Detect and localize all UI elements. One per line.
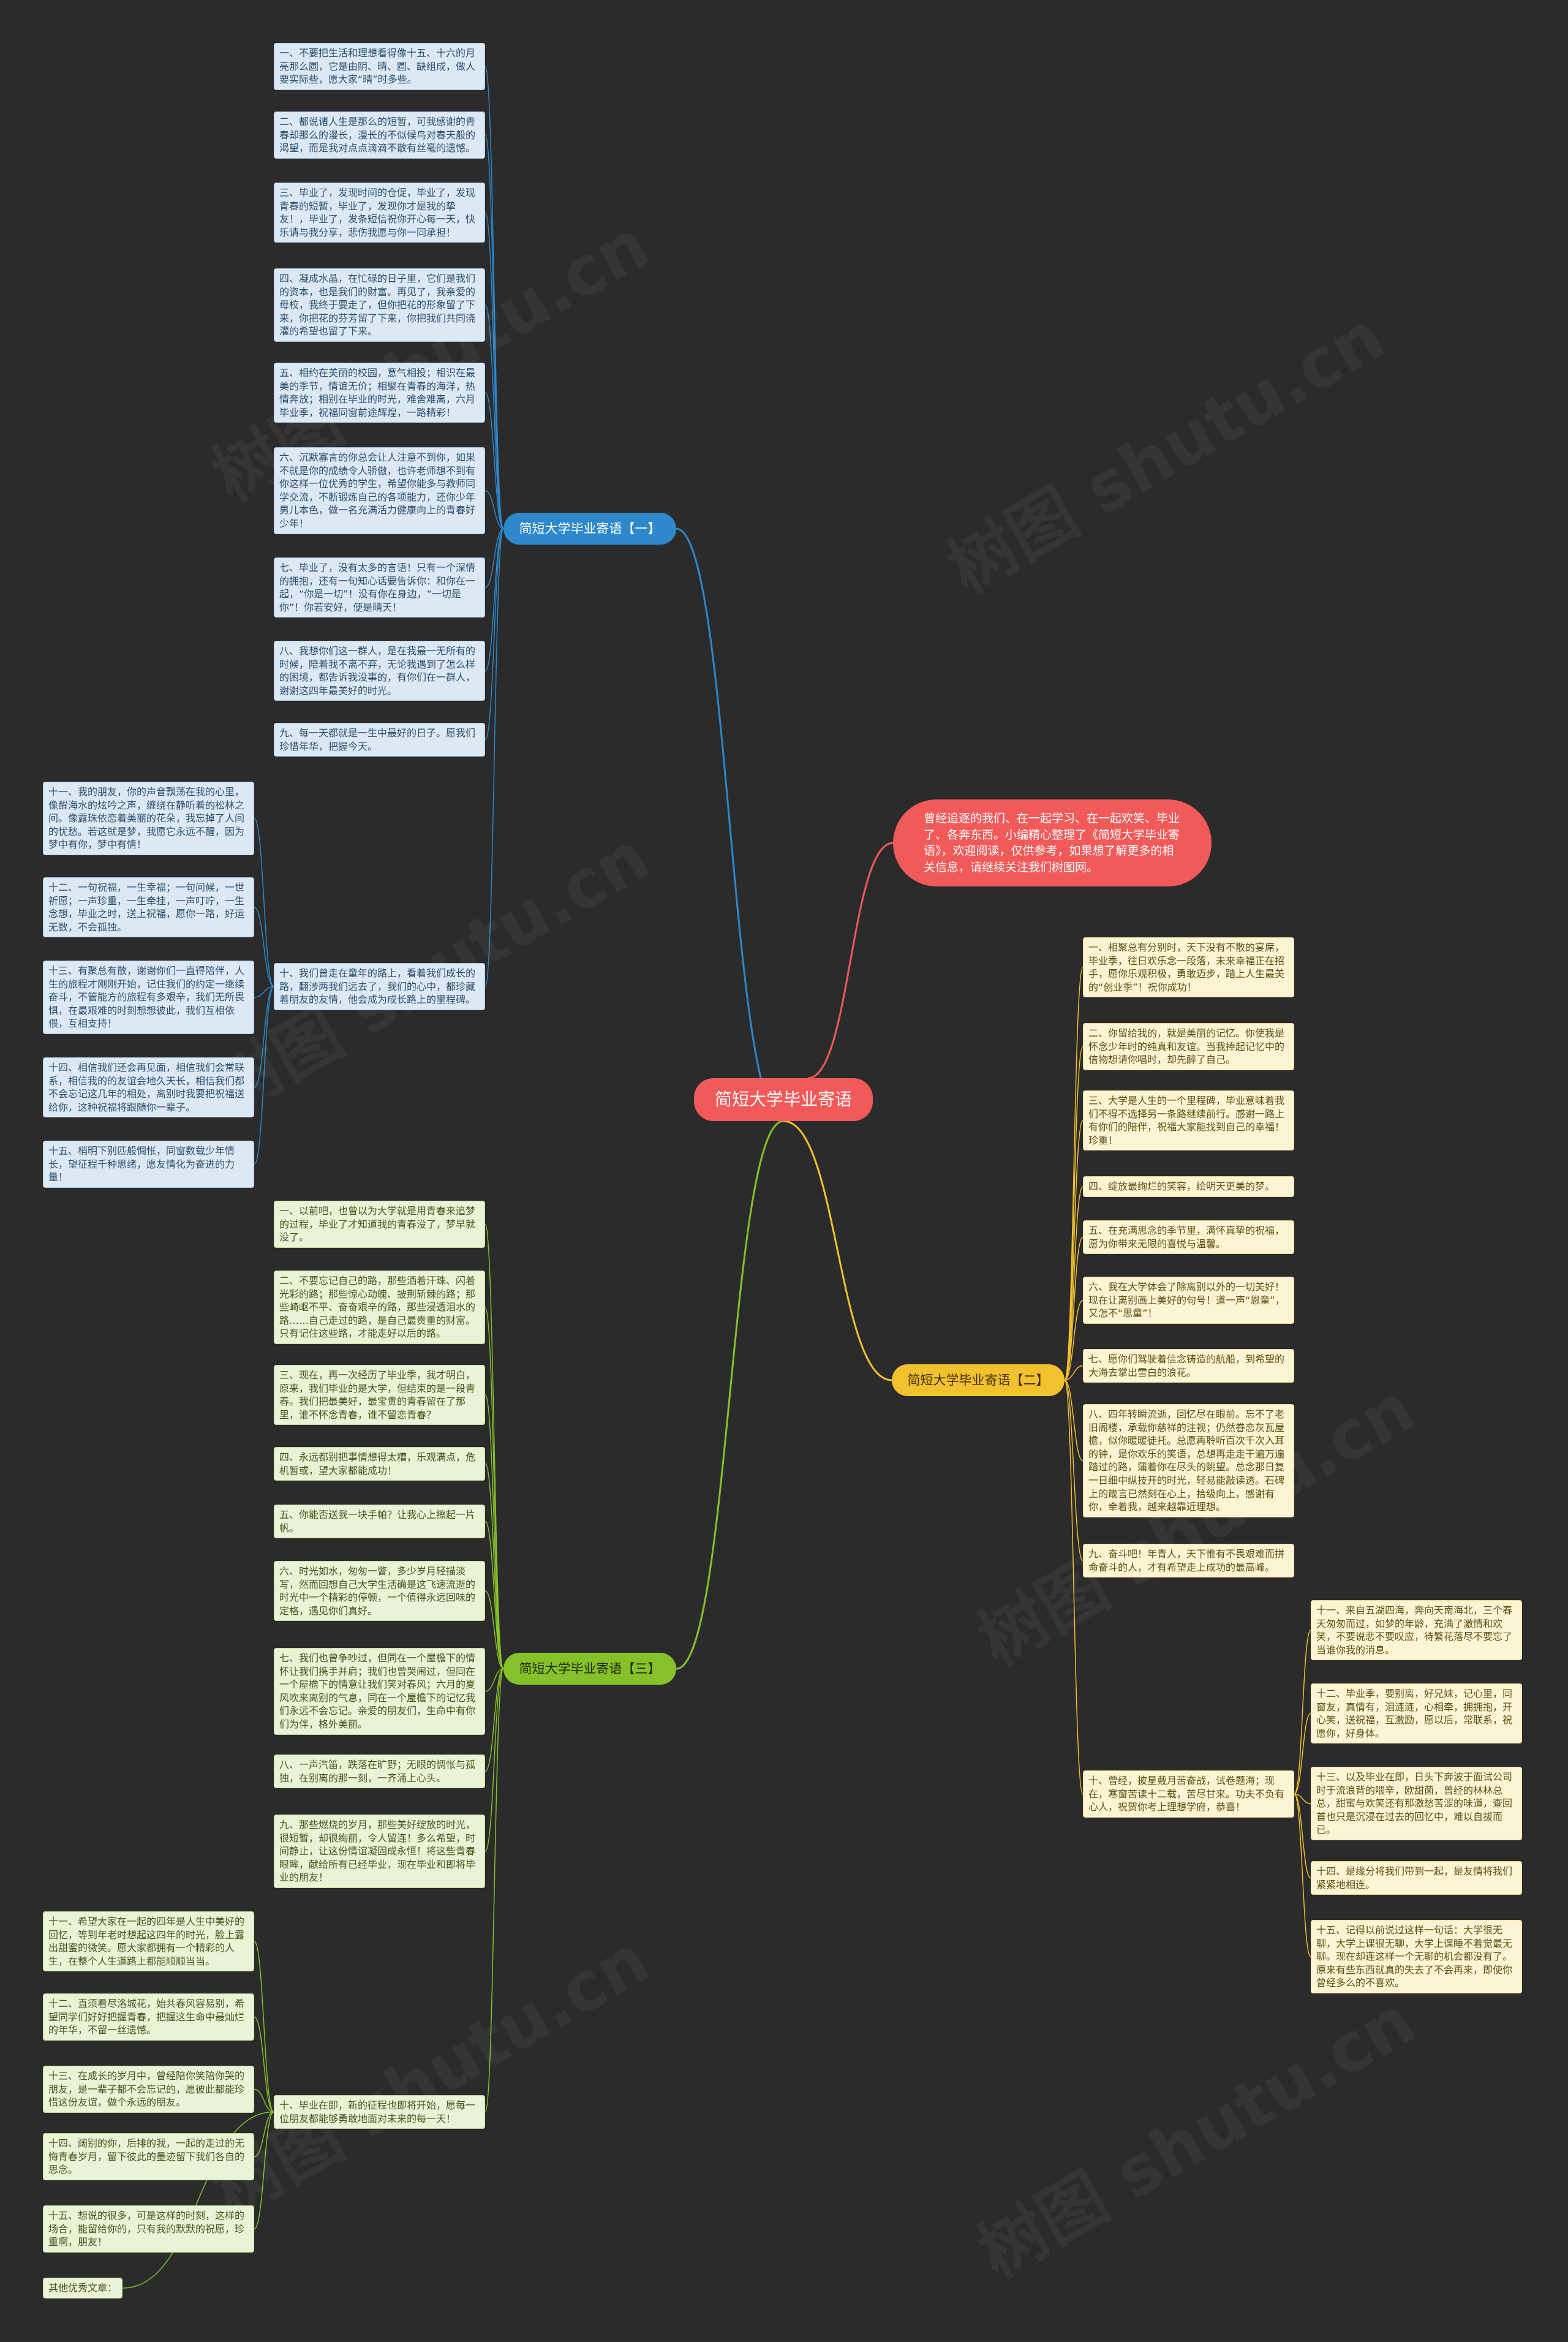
connector — [484, 1463, 504, 1669]
sub-topic[interactable]: 十一、我的朋友，你的声音飘荡在我的心里，像醒海水的炫吟之声，缠绕在静听着的松林之… — [43, 782, 254, 855]
topic-item[interactable]: 八、我想你们这一群人，是在我最一无所有的时候，陪着我不离不弃，无论我遇到了怎么样… — [274, 641, 485, 701]
connector — [1294, 1793, 1311, 1879]
topic-item[interactable]: 三、现在，再一次经历了毕业季，我才明白，原来，我们毕业的是大学，但结束的是一段青… — [274, 1365, 485, 1426]
connector — [254, 2016, 274, 2113]
connector — [484, 1668, 504, 1772]
connector — [484, 1394, 504, 1669]
topic-item[interactable]: 三、大学是人生的一个里程碑，毕业意味着我们不得不选择另一条路继续前行。感谢一路上… — [1083, 1090, 1294, 1151]
topic-item[interactable]: 七、毕业了，没有太多的言语！只有一个深情的拥抱，还有一句知心话要告诉你：和你在一… — [274, 557, 485, 618]
topic-item[interactable]: 二、都说诸人生是那么的短暂，可我感谢的青春却那么的漫长，漫长的不似候鸟对春天般的… — [274, 111, 485, 159]
connector — [1064, 1365, 1084, 1381]
connector — [254, 986, 274, 1165]
topic-item[interactable]: 五、在充满思念的季节里，满怀真挚的祝福，愿为你带来无限的喜悦与温馨。 — [1083, 1220, 1294, 1255]
connector — [484, 1590, 504, 1669]
sub-topic[interactable]: 十五、记得以前说过这样一句话：大学很无聊，大学上课很无聊，大学上课睡不着觉最无聊… — [1311, 1920, 1522, 1993]
connector — [1064, 1236, 1084, 1381]
connector — [254, 986, 274, 998]
sub-topic[interactable]: 十二、毕业季，要别离，好兄妹，记心里，同窗友，真情有，泪涟涟，心相牵，拥拥抱，开… — [1311, 1683, 1522, 1744]
connector — [484, 1668, 504, 1692]
connector — [676, 1120, 784, 1670]
connector — [1064, 1186, 1084, 1381]
sub-topic[interactable]: 其他优秀文章： — [43, 2278, 123, 2299]
topic-item[interactable]: 八、一声汽笛，跌落在旷野；无眼的惆怅与孤独，在别离的那一刻，一齐涌上心头。 — [274, 1755, 485, 1789]
sub-topic[interactable]: 十二、一句祝福，一生幸福；一句问候，一世祈愿；一声珍重，一生牵挂，一声叮咛，一生… — [43, 877, 254, 938]
topic-item[interactable]: 二、你留给我的，就是美丽的记忆。你使我是怀念少年时的纯真和友谊。当我捧起记忆中的… — [1083, 1023, 1294, 1070]
connector — [484, 528, 504, 588]
sub-topic[interactable]: 十五、梢明下别匹般惆怅，同窗数载少年情长，望征程千种思绪，愿友情化为奋进的力量！ — [43, 1141, 254, 1188]
topic-item[interactable]: 八、四年转瞬流逝，回忆尽在眼前。忘不了老旧阁楼，承载你慈祥的注视；仍然眷恋灰瓦屋… — [1083, 1404, 1294, 1517]
topic-item[interactable]: 五、你能否送我一块手帕？让我心上擦起一片帆。 — [274, 1505, 485, 1539]
connector — [1064, 967, 1084, 1381]
sub-topic[interactable]: 十一、来自五湖四海，奔向天南海北，三个春天匆匆而过，如梦的年龄，充满了激情和欢笑… — [1311, 1600, 1522, 1661]
topic-item[interactable]: 六、时光如水，匆匆一瞥，多少岁月轻描淡写，然而回想自己大学生活确是这飞速流逝的时… — [274, 1561, 485, 1622]
topic-item[interactable]: 十、我们曾走在童年的路上，看着我们成长的路，翻涉两我们远去了，我们的心中，都珍藏… — [274, 963, 485, 1010]
connector — [1294, 1630, 1311, 1795]
topic-item[interactable]: 九、那些燃烧的岁月，那些美好绽放的时光，很短暂，却很绚丽，令人留连！多么希望，时… — [274, 1815, 485, 1888]
connector — [1064, 1380, 1084, 1562]
connector — [254, 986, 274, 1088]
connector — [783, 1120, 892, 1381]
sub-topic[interactable]: 十三、以及毕业在即，日头下奔波于面试公司时于流浪背的喂辛，欧甜菌，曾经的林林总总… — [1311, 1767, 1522, 1840]
topic-item[interactable]: 七、愿你们驾驶着信念铸造的航船，到希望的大海去掌出雪白的浪花。 — [1083, 1349, 1294, 1383]
topic-item[interactable]: 九、奋斗吧！年青人，天下惟有不畏艰难而拼命奋斗的人，才有希望走上成功的最高峰。 — [1083, 1544, 1294, 1578]
connector — [484, 528, 504, 741]
branch-topic-3[interactable]: 简短大学毕业寄语【三】 — [503, 1653, 676, 1685]
sub-topic[interactable]: 十三、在成长的岁月中，曾经陪你笑陪你哭的朋友，是一辈子都不会忘记的，愿彼此都能珍… — [43, 2066, 254, 2113]
topic-item[interactable]: 二、不要忘记自己的路，那些洒着汗珠、闪着光彩的路；那些惊心动魄、披荆斩棘的路；那… — [274, 1271, 485, 1344]
connector — [1064, 1299, 1084, 1381]
connector — [1064, 1380, 1084, 1795]
connector — [484, 212, 504, 529]
connector — [1294, 1793, 1311, 1804]
topic-item[interactable]: 四、凝成水晶，在忙碌的日子里，它们是我们的资本，也是我们的财富。再见了，我亲爱的… — [274, 268, 485, 342]
sub-topic[interactable]: 十四、相信我们还会再见面，相信我们会常联系，相信我的的友谊会地久天长，相信我们都… — [43, 1057, 254, 1118]
connector — [484, 490, 504, 529]
connector — [254, 2111, 274, 2158]
topic-item[interactable]: 六、我在大学体会了除离别以外的一切美好！现在让离别画上美好的句号！道一声“恩童”… — [1083, 1277, 1294, 1324]
sub-topic[interactable]: 十二、直须看尽洛城花，始共春风容易别，希望同学们好好把握青春，把握这生命中最灿烂… — [43, 1993, 254, 2041]
topic-item[interactable]: 一、不要把生活和理想看得像十五、十六的月亮那么圆，它是由阴、晴、圆、缺组成，做人… — [274, 43, 485, 90]
connector — [254, 2111, 274, 2230]
connector — [254, 1941, 274, 2113]
connector — [484, 392, 504, 529]
branch-topic-2[interactable]: 简短大学毕业寄语【二】 — [892, 1364, 1065, 1397]
sub-topic[interactable]: 十一、希望大家在一起的四年是人生中美好的回忆，等到年老时想起这四年的时光，脸上露… — [43, 1911, 254, 1972]
sub-topic[interactable]: 十五、想说的很多，可是这样的时刻，这样的场合，能留给你的，只有我的默默的祝愿，珍… — [43, 2205, 254, 2253]
connector — [807, 842, 894, 1079]
connector — [1294, 1793, 1311, 1957]
topic-item[interactable]: 四、永远都别把事情想得太糟，乐观满点，危机暂或，望大家都能成功！ — [274, 1447, 485, 1481]
connector — [254, 907, 274, 988]
sub-topic[interactable]: 十四、阔别的你，后排的我，一起的走过的无悔青春岁月，留下彼此的墨迹留下我们各自的… — [43, 2133, 254, 2180]
topic-item[interactable]: 四、绽放最绚烂的笑容，绘明天更美的梦。 — [1083, 1176, 1294, 1197]
connector — [676, 527, 784, 1122]
topic-item[interactable]: 十、曾经，披星戴月苦奋战，试卷题海；现在，寒窗苦读十二载，苦尽甘来。功夫不负有心… — [1083, 1770, 1294, 1818]
topic-item[interactable]: 五、相约在美丽的校园，意气相投；相识在最美的季节，情谊无价；相聚在青春的海洋，热… — [274, 363, 485, 423]
connector — [484, 1520, 504, 1669]
topic-item[interactable]: 七、我们也曾争吵过，但同在一个屋檐下的情怀让我们携手并肩；我们也曾哭闹过，但同在… — [274, 1648, 485, 1735]
topic-item[interactable]: 六、沉默寡言的你总会让人注意不到你，如果不就是你的成绩令人骄傲，也许老师想不到有… — [274, 447, 485, 534]
connector — [122, 2111, 274, 2289]
connector — [484, 528, 504, 988]
topic-item[interactable]: 十、毕业在即，新的征程也即将开始，愿每一位朋友都能够勇敢地面对未来的每一天！ — [274, 2095, 485, 2129]
root-topic[interactable]: 简短大学毕业寄语 — [694, 1078, 873, 1121]
topic-item[interactable]: 一、相聚总有分别时，天下没有不散的宴席，毕业季，往日欢乐念一段落，未来幸福正在招… — [1083, 937, 1294, 998]
connector — [484, 1668, 504, 1852]
connector — [1064, 1120, 1084, 1381]
sub-topic[interactable]: 十四、是缘分将我们带到一起，是友情将我们紧紧地相连。 — [1311, 1861, 1522, 1895]
topic-item[interactable]: 三、毕业了，发现时间的仓促，毕业了，发现青春的短暂，毕业了，发现你才是我的挚友！… — [274, 183, 485, 243]
connector — [484, 304, 504, 529]
topic-item[interactable]: 九、每一天都就是一生中最好的日子。愿我们珍惜年华，把握今天。 — [274, 723, 485, 757]
sub-topic[interactable]: 十三、有聚总有散，谢谢你们一直得陪伴，人生的旅程才刚刚开始，记住我们的约定一继续… — [43, 961, 254, 1034]
connector — [1064, 1380, 1084, 1462]
connector — [1064, 1046, 1084, 1381]
connector — [484, 528, 504, 671]
connector — [484, 1668, 504, 2113]
branch-topic-1[interactable]: 简短大学毕业寄语【一】 — [503, 513, 676, 545]
connector — [254, 818, 274, 988]
intro-topic[interactable]: 曾经追逐的我们、在一起学习、在一起欢笑、毕业了、各奔东西。小编精心整理了《简短大… — [893, 799, 1212, 887]
connector — [1294, 1713, 1311, 1795]
topic-item[interactable]: 一、以前吧，也曾以为大学就是用青春来追梦的过程，毕业了才知道我的青春没了，梦早就… — [274, 1201, 485, 1248]
connector — [484, 1307, 504, 1669]
connector — [254, 2088, 274, 2113]
